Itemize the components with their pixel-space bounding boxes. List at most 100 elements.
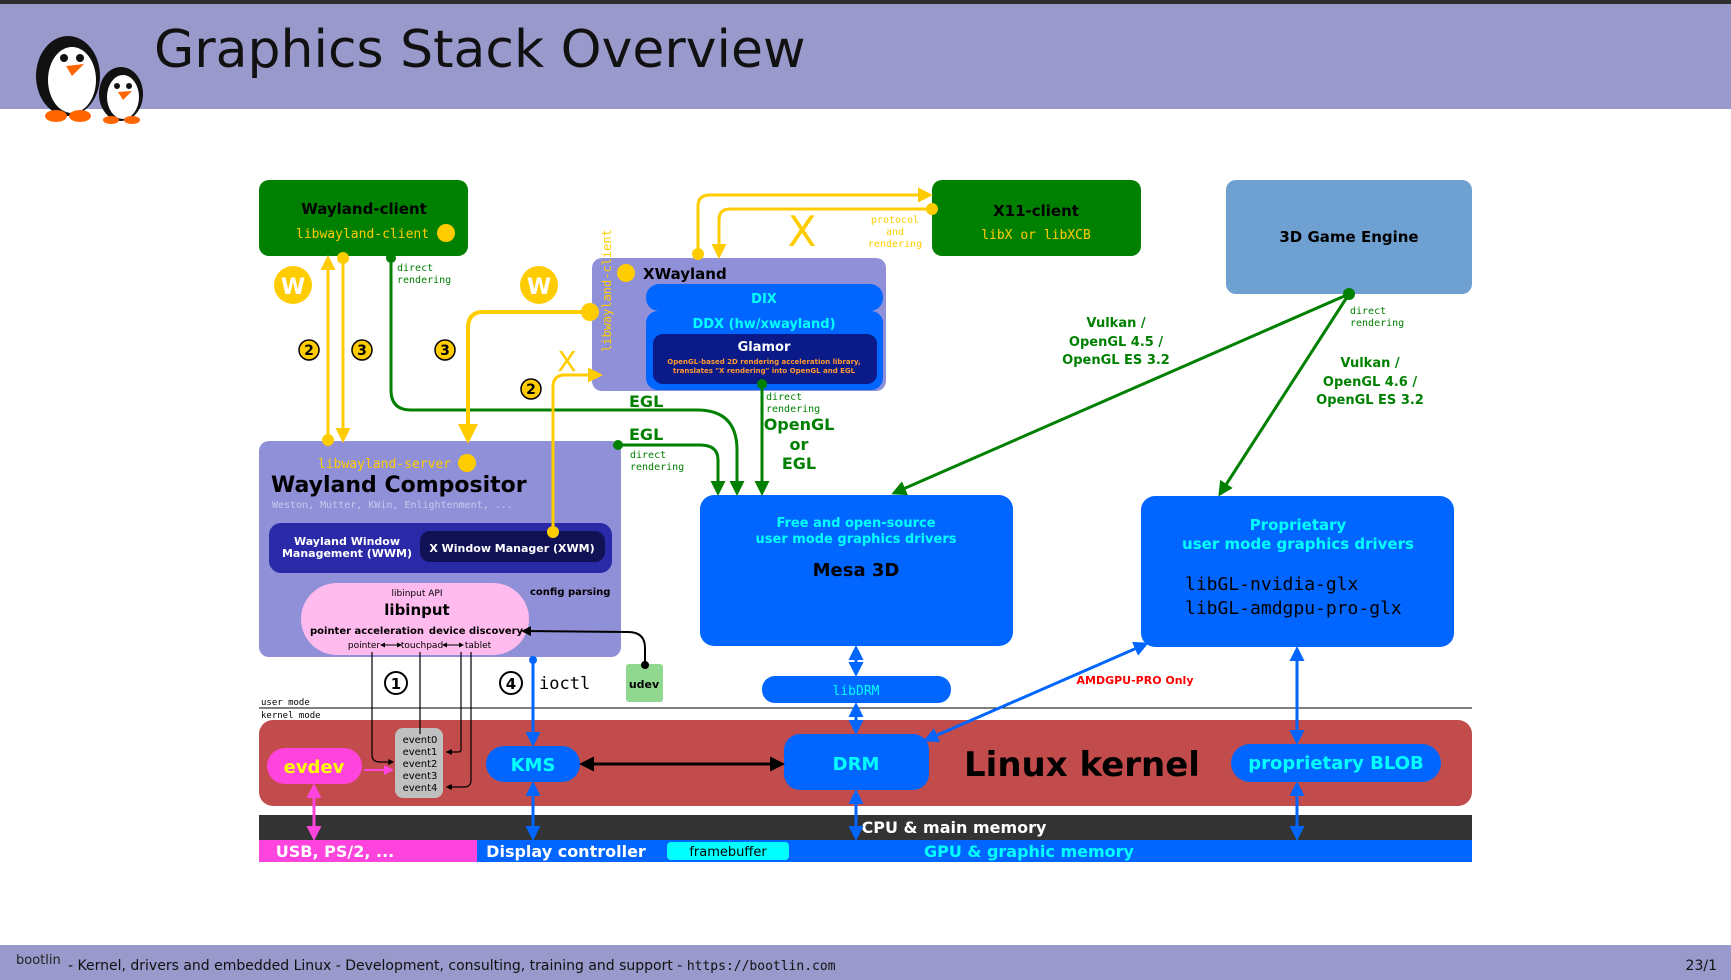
udev-label: udev — [629, 678, 660, 691]
ioctl-label: ioctl — [539, 674, 590, 694]
pointer-acceleration-label: pointer acceleration — [310, 626, 424, 637]
linux-kernel-title: Linux kernel — [964, 745, 1200, 785]
opengl-or-egl-label: or — [790, 435, 809, 454]
pointer-label: pointer — [348, 641, 380, 651]
udev-box: udev — [521, 626, 663, 702]
kms-ioctl-dot — [529, 656, 537, 664]
step-badges: 2 3 3 2 1 4 — [298, 339, 542, 695]
mesa-box: Free and open-source user mode graphics … — [700, 495, 1013, 646]
kms-label: KMS — [511, 755, 556, 776]
direct-rendering-label: direct — [766, 392, 802, 403]
framebuffer-label: framebuffer — [689, 845, 767, 860]
tablet-label: tablet — [465, 641, 492, 651]
cpu-memory-label: CPU & main memory — [862, 818, 1048, 837]
black-connectors — [371, 652, 785, 790]
vulkan-opengl45-label: OpenGL ES 3.2 — [1062, 353, 1170, 368]
glamor-desc-2: translates "X rendering" into OpenGL and… — [673, 367, 856, 375]
libgl-nvidia-label: libGL-nvidia-glx — [1185, 574, 1359, 595]
event3-label: event3 — [403, 771, 438, 782]
dix-label: DIX — [751, 292, 777, 307]
xwm-label: X Window Manager (XWM) — [429, 542, 594, 555]
wayland-client-box: Wayland-client libwayland-client — [259, 180, 468, 256]
amdgpu-pro-label: AMDGPU-PRO Only — [1076, 674, 1193, 687]
gpu-memory-label: GPU & graphic memory — [924, 842, 1135, 861]
direct-rendering-label: direct — [397, 263, 433, 274]
vulkan-opengl45-label: OpenGL 4.5 / — [1069, 335, 1163, 350]
magenta-connectors — [306, 765, 394, 841]
x11-client-title: X11-client — [993, 202, 1079, 220]
evdev-label: evdev — [284, 757, 345, 778]
linux-kernel-box: Linux kernel evdev event0 event1 event2 … — [259, 720, 1472, 806]
libinput-title: libinput — [384, 601, 449, 619]
slide-title: Graphics Stack Overview — [154, 20, 806, 80]
slide-header — [0, 4, 1731, 109]
wayland-logo-icon: W — [527, 275, 551, 300]
usb-ps2-label: USB, PS/2, ... — [276, 842, 394, 861]
wwm-line-1: Wayland Window — [294, 535, 400, 548]
libinput-box: libinput API libinput pointer accelerati… — [301, 583, 529, 655]
user-mode-label: user mode — [261, 698, 310, 708]
protocol-label: protocol — [871, 215, 919, 226]
x-logo-icon: X — [557, 345, 576, 378]
connector-labels: direct rendering direct rendering direct… — [397, 207, 1424, 694]
wayland-compositor-title: Wayland Compositor — [271, 473, 527, 498]
proprietary-blob-label: proprietary BLOB — [1248, 753, 1423, 774]
event2-label: event2 — [403, 759, 438, 770]
direct-rendering-label: rendering — [1350, 318, 1404, 329]
protocol-label: rendering — [868, 239, 922, 250]
step-2-badge: 2 — [526, 382, 536, 398]
step-3-badge: 3 — [440, 343, 450, 359]
kernel-mode-label: kernel mode — [261, 711, 321, 721]
device-discovery-label: device discovery — [429, 626, 524, 637]
vulkan-opengl46-label: Vulkan / — [1340, 356, 1400, 371]
direct-rendering-label: rendering — [766, 404, 820, 415]
direct-rendering-label: rendering — [397, 275, 451, 286]
proprietary-line-2: user mode graphics drivers — [1182, 535, 1414, 553]
blue-connectors — [525, 641, 1305, 841]
libwayland-server-label: libwayland-server — [318, 457, 451, 472]
direct-rendering-label: rendering — [630, 462, 684, 473]
wayland-logo-icon — [437, 224, 455, 242]
wayland-logo-icon — [617, 264, 635, 282]
libwayland-client-label: libwayland-client — [296, 227, 429, 242]
hardware-bars: CPU & main memory USB, PS/2, ... Display… — [259, 815, 1472, 862]
glamor-desc-1: OpenGL-based 2D rendering acceleration l… — [667, 358, 860, 366]
xwayland-side-label: libwayland-client — [600, 229, 614, 352]
libgl-amdgpu-label: libGL-amdgpu-pro-glx — [1185, 598, 1402, 619]
page-number: 23/1 — [1685, 958, 1717, 974]
ddx-label: DDX (hw/xwayland) — [692, 317, 835, 332]
wayland-logo-icon — [458, 454, 476, 472]
mesa-line-1: Free and open-source — [776, 516, 935, 531]
display-controller-label: Display controller — [486, 842, 646, 861]
compositor-examples: Weston, Mutter, KWin, Enlightenment, ... — [272, 500, 513, 511]
mesa-line-2: user mode graphics drivers — [756, 532, 957, 547]
direct-rendering-label: direct — [1350, 306, 1386, 317]
wayland-client-title: Wayland-client — [301, 200, 427, 218]
footer-tagline: - Kernel, drivers and embedded Linux - D… — [68, 958, 836, 974]
slide-footer: bootlin - Kernel, drivers and embedded L… — [0, 945, 1731, 980]
touchpad-label: touchpad — [401, 641, 443, 651]
step-1-badge: 1 — [391, 675, 401, 693]
green-connector-dots — [386, 253, 1355, 450]
x11-client-lib: libX or libXCB — [981, 228, 1091, 243]
event0-label: event0 — [403, 735, 438, 746]
config-parsing-label: config parsing — [530, 587, 610, 598]
yellow-connector-dots — [322, 203, 938, 538]
egl-label: EGL — [629, 392, 663, 411]
step-3-badge: 3 — [357, 343, 367, 359]
opengl-or-egl-label: OpenGL — [764, 415, 835, 434]
footer-url[interactable]: https://bootlin.com — [686, 959, 836, 974]
penguin-logo-icon — [36, 36, 143, 124]
proprietary-line-1: Proprietary — [1250, 516, 1347, 534]
opengl-or-egl-label: EGL — [782, 454, 816, 473]
x-logo-icon: X — [788, 207, 817, 256]
step-4-badge: 4 — [506, 675, 516, 693]
drm-label: DRM — [833, 754, 880, 775]
game-engine-title: 3D Game Engine — [1279, 228, 1418, 246]
glamor-label: Glamor — [738, 340, 791, 355]
vulkan-opengl46-label: OpenGL 4.6 / — [1323, 375, 1417, 390]
bootlin-logo: bootlin — [16, 953, 61, 968]
vulkan-opengl46-label: OpenGL ES 3.2 — [1316, 393, 1424, 408]
wayland-logo-icon: W — [281, 275, 305, 300]
green-connectors — [389, 258, 1351, 497]
